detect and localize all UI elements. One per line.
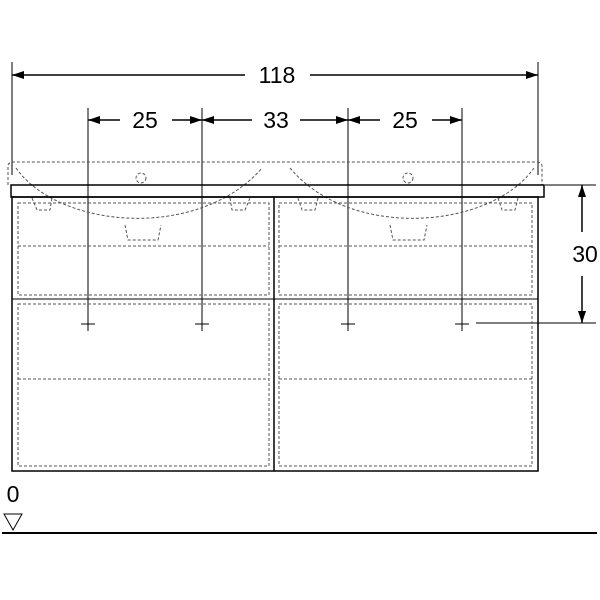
- height-label: 30: [572, 241, 598, 267]
- left-basin-offset-label: 25: [132, 107, 158, 133]
- floor-level: 0: [2, 481, 597, 534]
- mounting-point-4: [455, 317, 469, 331]
- cabinet: [10, 184, 545, 472]
- countertop: [10, 184, 545, 198]
- mounting-point-1: [81, 317, 95, 331]
- tap-hole-left: [135, 172, 147, 184]
- mounting-point-2: [195, 317, 209, 331]
- upper-drawer-right: [278, 202, 533, 296]
- basin-top-outline: [7, 161, 543, 185]
- floor-level-triangle-icon: [3, 513, 23, 532]
- bracket-center-left: [229, 197, 251, 211]
- floor-level-label: 0: [7, 481, 20, 507]
- basin-bowl-left: [15, 167, 263, 219]
- cabinet-body: [11, 196, 539, 472]
- upper-drawer-left: [17, 202, 270, 296]
- overall-width-dimension: 118: [11, 62, 539, 175]
- overall-width-label: 118: [259, 62, 296, 88]
- center-spacing-label: 33: [263, 107, 289, 133]
- basin-bowl-right: [289, 167, 535, 219]
- bracket-left: [31, 197, 53, 211]
- tap-hole-right: [402, 172, 414, 184]
- basin-top: [7, 161, 543, 241]
- mounting-points: [81, 317, 469, 331]
- basin-spacing-dimensions: 25 33 25: [87, 107, 463, 326]
- lower-drawer-right: [278, 303, 533, 467]
- drain-right: [389, 224, 428, 241]
- drain-left: [124, 224, 162, 241]
- bracket-center-right: [297, 197, 319, 211]
- mounting-point-3: [341, 317, 355, 331]
- bracket-right: [497, 197, 519, 211]
- height-dimension: 30: [476, 184, 598, 324]
- lower-drawer-left: [17, 303, 270, 467]
- right-basin-offset-label: 25: [392, 107, 418, 133]
